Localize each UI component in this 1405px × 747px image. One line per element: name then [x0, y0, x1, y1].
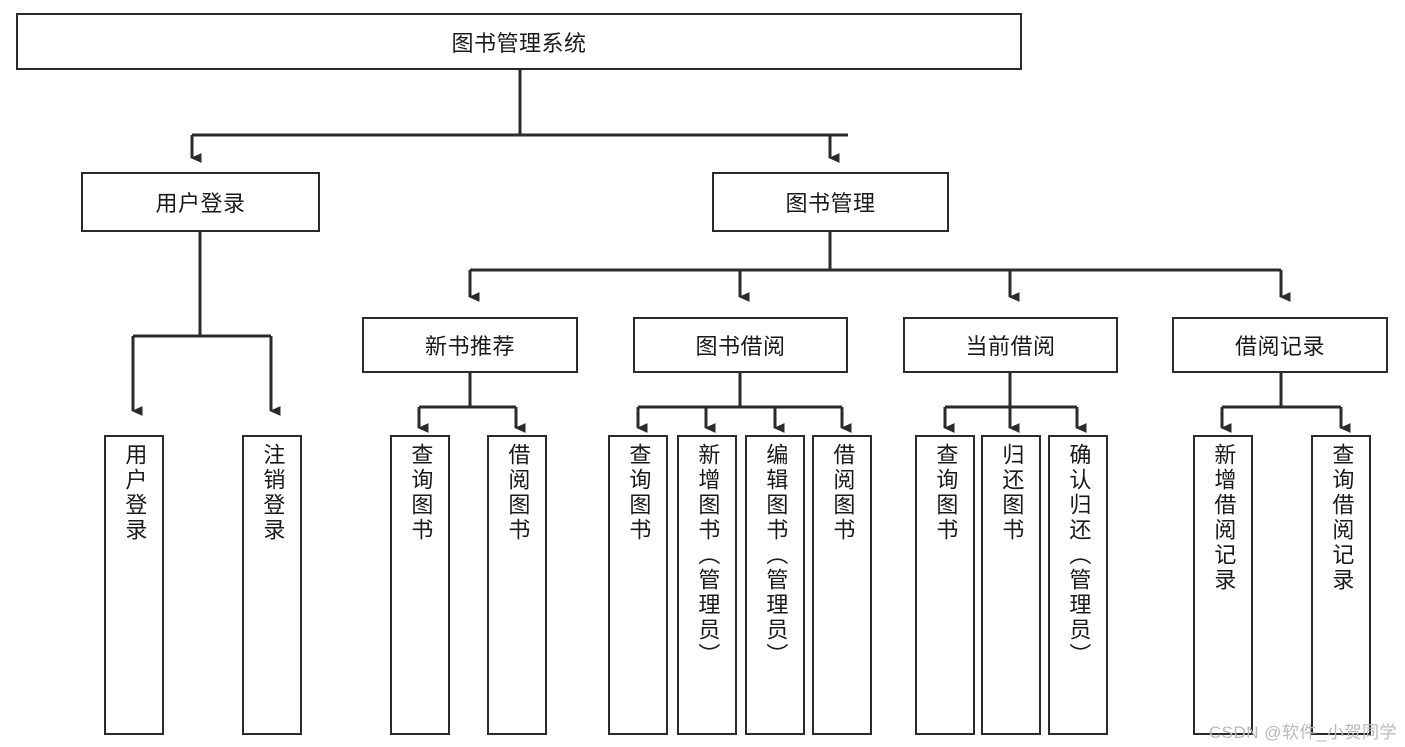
node-leaf-logout[interactable]: 注销登录	[242, 435, 302, 735]
node-label: 图书管理系统	[451, 30, 587, 56]
node-current-borrowing[interactable]: 当前借阅	[903, 317, 1118, 373]
node-label: 查询图书	[626, 443, 652, 543]
node-label: 用户登录	[122, 443, 148, 543]
node-new-book-recommendation[interactable]: 新书推荐	[362, 317, 578, 373]
node-label: 查询借阅记录	[1329, 443, 1355, 593]
node-label: 当前借阅	[965, 334, 1056, 359]
node-label: 借阅图书	[505, 443, 531, 543]
node-label: 借阅记录	[1234, 334, 1325, 359]
node-leaf-return-book[interactable]: 归还图书	[981, 435, 1041, 735]
node-label: 图书管理	[785, 191, 876, 216]
node-leaf-add-borrow-record[interactable]: 新增借阅记录	[1193, 435, 1253, 735]
node-borrowing-record[interactable]: 借阅记录	[1172, 317, 1388, 373]
node-label: 查询图书	[408, 443, 434, 543]
node-label: 借阅图书	[830, 443, 856, 543]
node-leaf-user-login[interactable]: 用户登录	[104, 435, 164, 735]
node-leaf-confirm-return-admin[interactable]: 确认归还（管理员）	[1048, 435, 1108, 735]
node-leaf-borrow-book-new[interactable]: 借阅图书	[487, 435, 547, 735]
node-label: 用户登录	[155, 191, 246, 216]
node-leaf-edit-book-admin[interactable]: 编辑图书（管理员）	[745, 435, 805, 735]
node-label: 图书借阅	[695, 334, 786, 359]
watermark-text: CSDN @软件_小贺同学	[1208, 723, 1397, 742]
node-label: 归还图书	[999, 443, 1025, 543]
node-label: 新书推荐	[424, 334, 515, 359]
node-label: 新增图书（管理员）	[695, 443, 721, 668]
node-leaf-query-book-current[interactable]: 查询图书	[915, 435, 975, 735]
node-leaf-query-book-new[interactable]: 查询图书	[390, 435, 450, 735]
node-label: 确认归还（管理员）	[1066, 443, 1092, 668]
node-label: 查询图书	[933, 443, 959, 543]
node-book-management[interactable]: 图书管理	[712, 172, 949, 232]
node-root-book-management-system[interactable]: 图书管理系统	[16, 13, 1022, 70]
node-label: 注销登录	[260, 443, 286, 543]
node-leaf-query-book-borrow[interactable]: 查询图书	[608, 435, 668, 735]
node-leaf-add-book-admin[interactable]: 新增图书（管理员）	[677, 435, 737, 735]
node-user-login[interactable]: 用户登录	[81, 172, 320, 232]
node-label: 新增借阅记录	[1211, 443, 1237, 593]
node-leaf-query-borrow-record[interactable]: 查询借阅记录	[1311, 435, 1371, 735]
node-label: 编辑图书（管理员）	[763, 443, 789, 668]
node-leaf-borrow-book[interactable]: 借阅图书	[812, 435, 872, 735]
node-book-borrowing[interactable]: 图书借阅	[633, 317, 848, 373]
